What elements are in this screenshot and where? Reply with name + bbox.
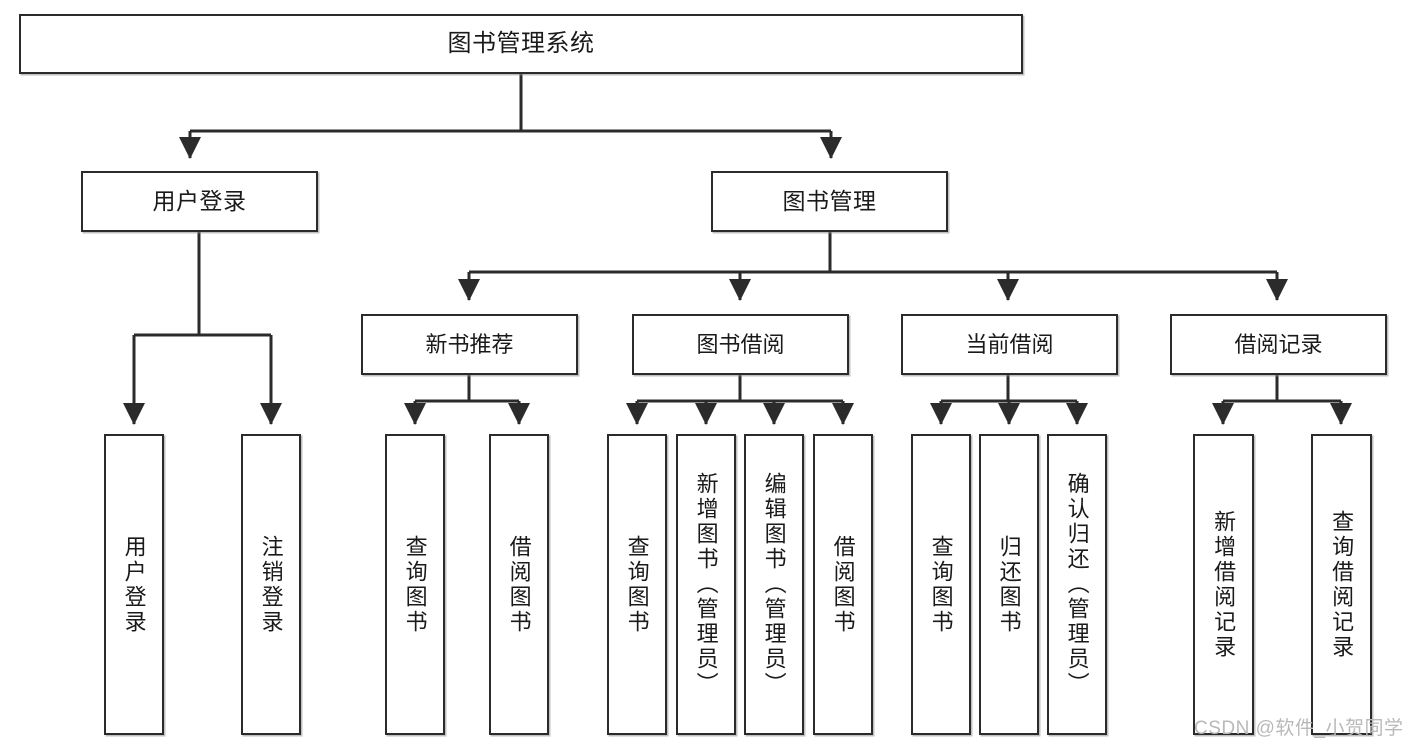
node-leaf-user-login[interactable]: 用户登录 [104, 434, 164, 735]
node-current-borrow[interactable]: 当前借阅 [901, 314, 1118, 375]
csdn-watermark: CSDN @软件_小贺同学 [1194, 718, 1404, 739]
node-label: 当前借阅 [965, 331, 1054, 357]
node-label: 借阅记录 [1234, 331, 1323, 357]
node-leaf-query-book-current[interactable]: 查询图书 [911, 434, 971, 735]
node-label: 新增图书（管理员） [693, 472, 719, 697]
node-leaf-edit-book[interactable]: 编辑图书（管理员） [744, 434, 804, 735]
node-label: 用户登录 [121, 534, 147, 635]
node-new-book-recommend[interactable]: 新书推荐 [361, 314, 578, 375]
node-leaf-query-book-recommend[interactable]: 查询图书 [385, 434, 445, 735]
node-user-login[interactable]: 用户登录 [81, 171, 318, 232]
node-leaf-user-logout[interactable]: 注销登录 [241, 434, 301, 735]
node-label: 借阅图书 [506, 534, 532, 635]
node-leaf-confirm-return[interactable]: 确认归还（管理员） [1047, 434, 1107, 735]
node-book-manage[interactable]: 图书管理 [711, 171, 948, 232]
node-book-borrow[interactable]: 图书借阅 [632, 314, 849, 375]
node-label: 图书管理 [782, 187, 877, 214]
node-label: 新书推荐 [425, 331, 514, 357]
node-leaf-borrow-book-recommend[interactable]: 借阅图书 [489, 434, 549, 735]
node-root-book-management-system[interactable]: 图书管理系统 [19, 14, 1023, 74]
node-label: 注销登录 [258, 534, 284, 635]
node-leaf-add-book[interactable]: 新增图书（管理员） [676, 434, 736, 735]
node-label: 图书借阅 [696, 331, 785, 357]
node-label: 查询图书 [624, 534, 650, 635]
node-label: 编辑图书（管理员） [761, 472, 787, 697]
node-label: 图书管理系统 [447, 29, 595, 57]
node-leaf-query-book-borrow[interactable]: 查询图书 [607, 434, 667, 735]
node-leaf-borrow-book[interactable]: 借阅图书 [813, 434, 873, 735]
node-label: 用户登录 [152, 187, 247, 214]
node-label: 新增借阅记录 [1211, 509, 1237, 660]
node-leaf-query-borrow-record[interactable]: 查询借阅记录 [1311, 434, 1372, 735]
node-leaf-add-borrow-record[interactable]: 新增借阅记录 [1193, 434, 1254, 735]
node-label: 查询借阅记录 [1329, 509, 1355, 660]
node-label: 查询图书 [402, 534, 428, 635]
node-borrow-record[interactable]: 借阅记录 [1170, 314, 1387, 375]
node-leaf-return-book[interactable]: 归还图书 [979, 434, 1039, 735]
node-label: 归还图书 [996, 534, 1022, 635]
node-label: 确认归还（管理员） [1064, 472, 1090, 697]
node-label: 查询图书 [928, 534, 954, 635]
node-label: 借阅图书 [830, 534, 856, 635]
